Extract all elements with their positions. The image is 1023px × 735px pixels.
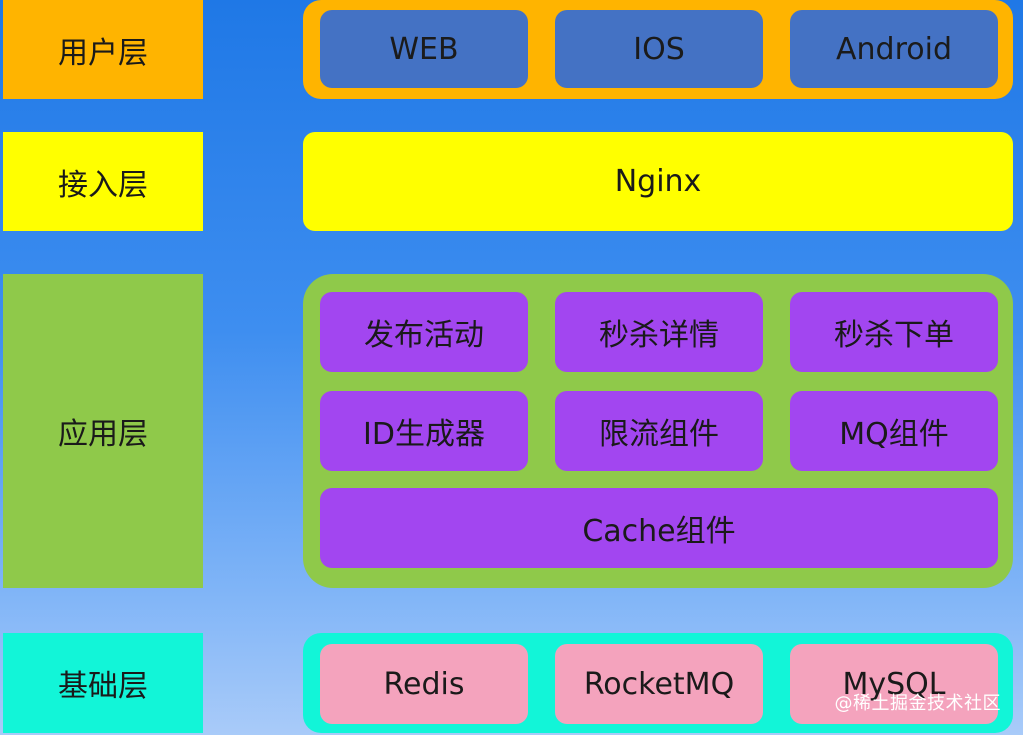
publish-activity-box: 发布活动 [320,292,528,372]
application-layer-label: 应用层 [3,274,203,588]
android-box: Android [790,10,998,88]
mysql-box: MySQL [790,644,998,724]
seckill-order-box: 秒杀下单 [790,292,998,372]
rate-limit-box: 限流组件 [555,391,763,471]
cache-component-box: Cache组件 [320,488,998,568]
seckill-detail-box: 秒杀详情 [555,292,763,372]
redis-box: Redis [320,644,528,724]
nginx-box: Nginx [303,132,1013,231]
mq-component-box: MQ组件 [790,391,998,471]
base-layer-label: 基础层 [3,633,203,733]
ios-box: IOS [555,10,763,88]
access-layer-label: 接入层 [3,132,203,231]
rocketmq-box: RocketMQ [555,644,763,724]
watermark-text: @稀土掘金技术社区 [834,693,1001,714]
id-generator-box: ID生成器 [320,391,528,471]
web-box: WEB [320,10,528,88]
user-layer-label: 用户层 [3,0,203,99]
